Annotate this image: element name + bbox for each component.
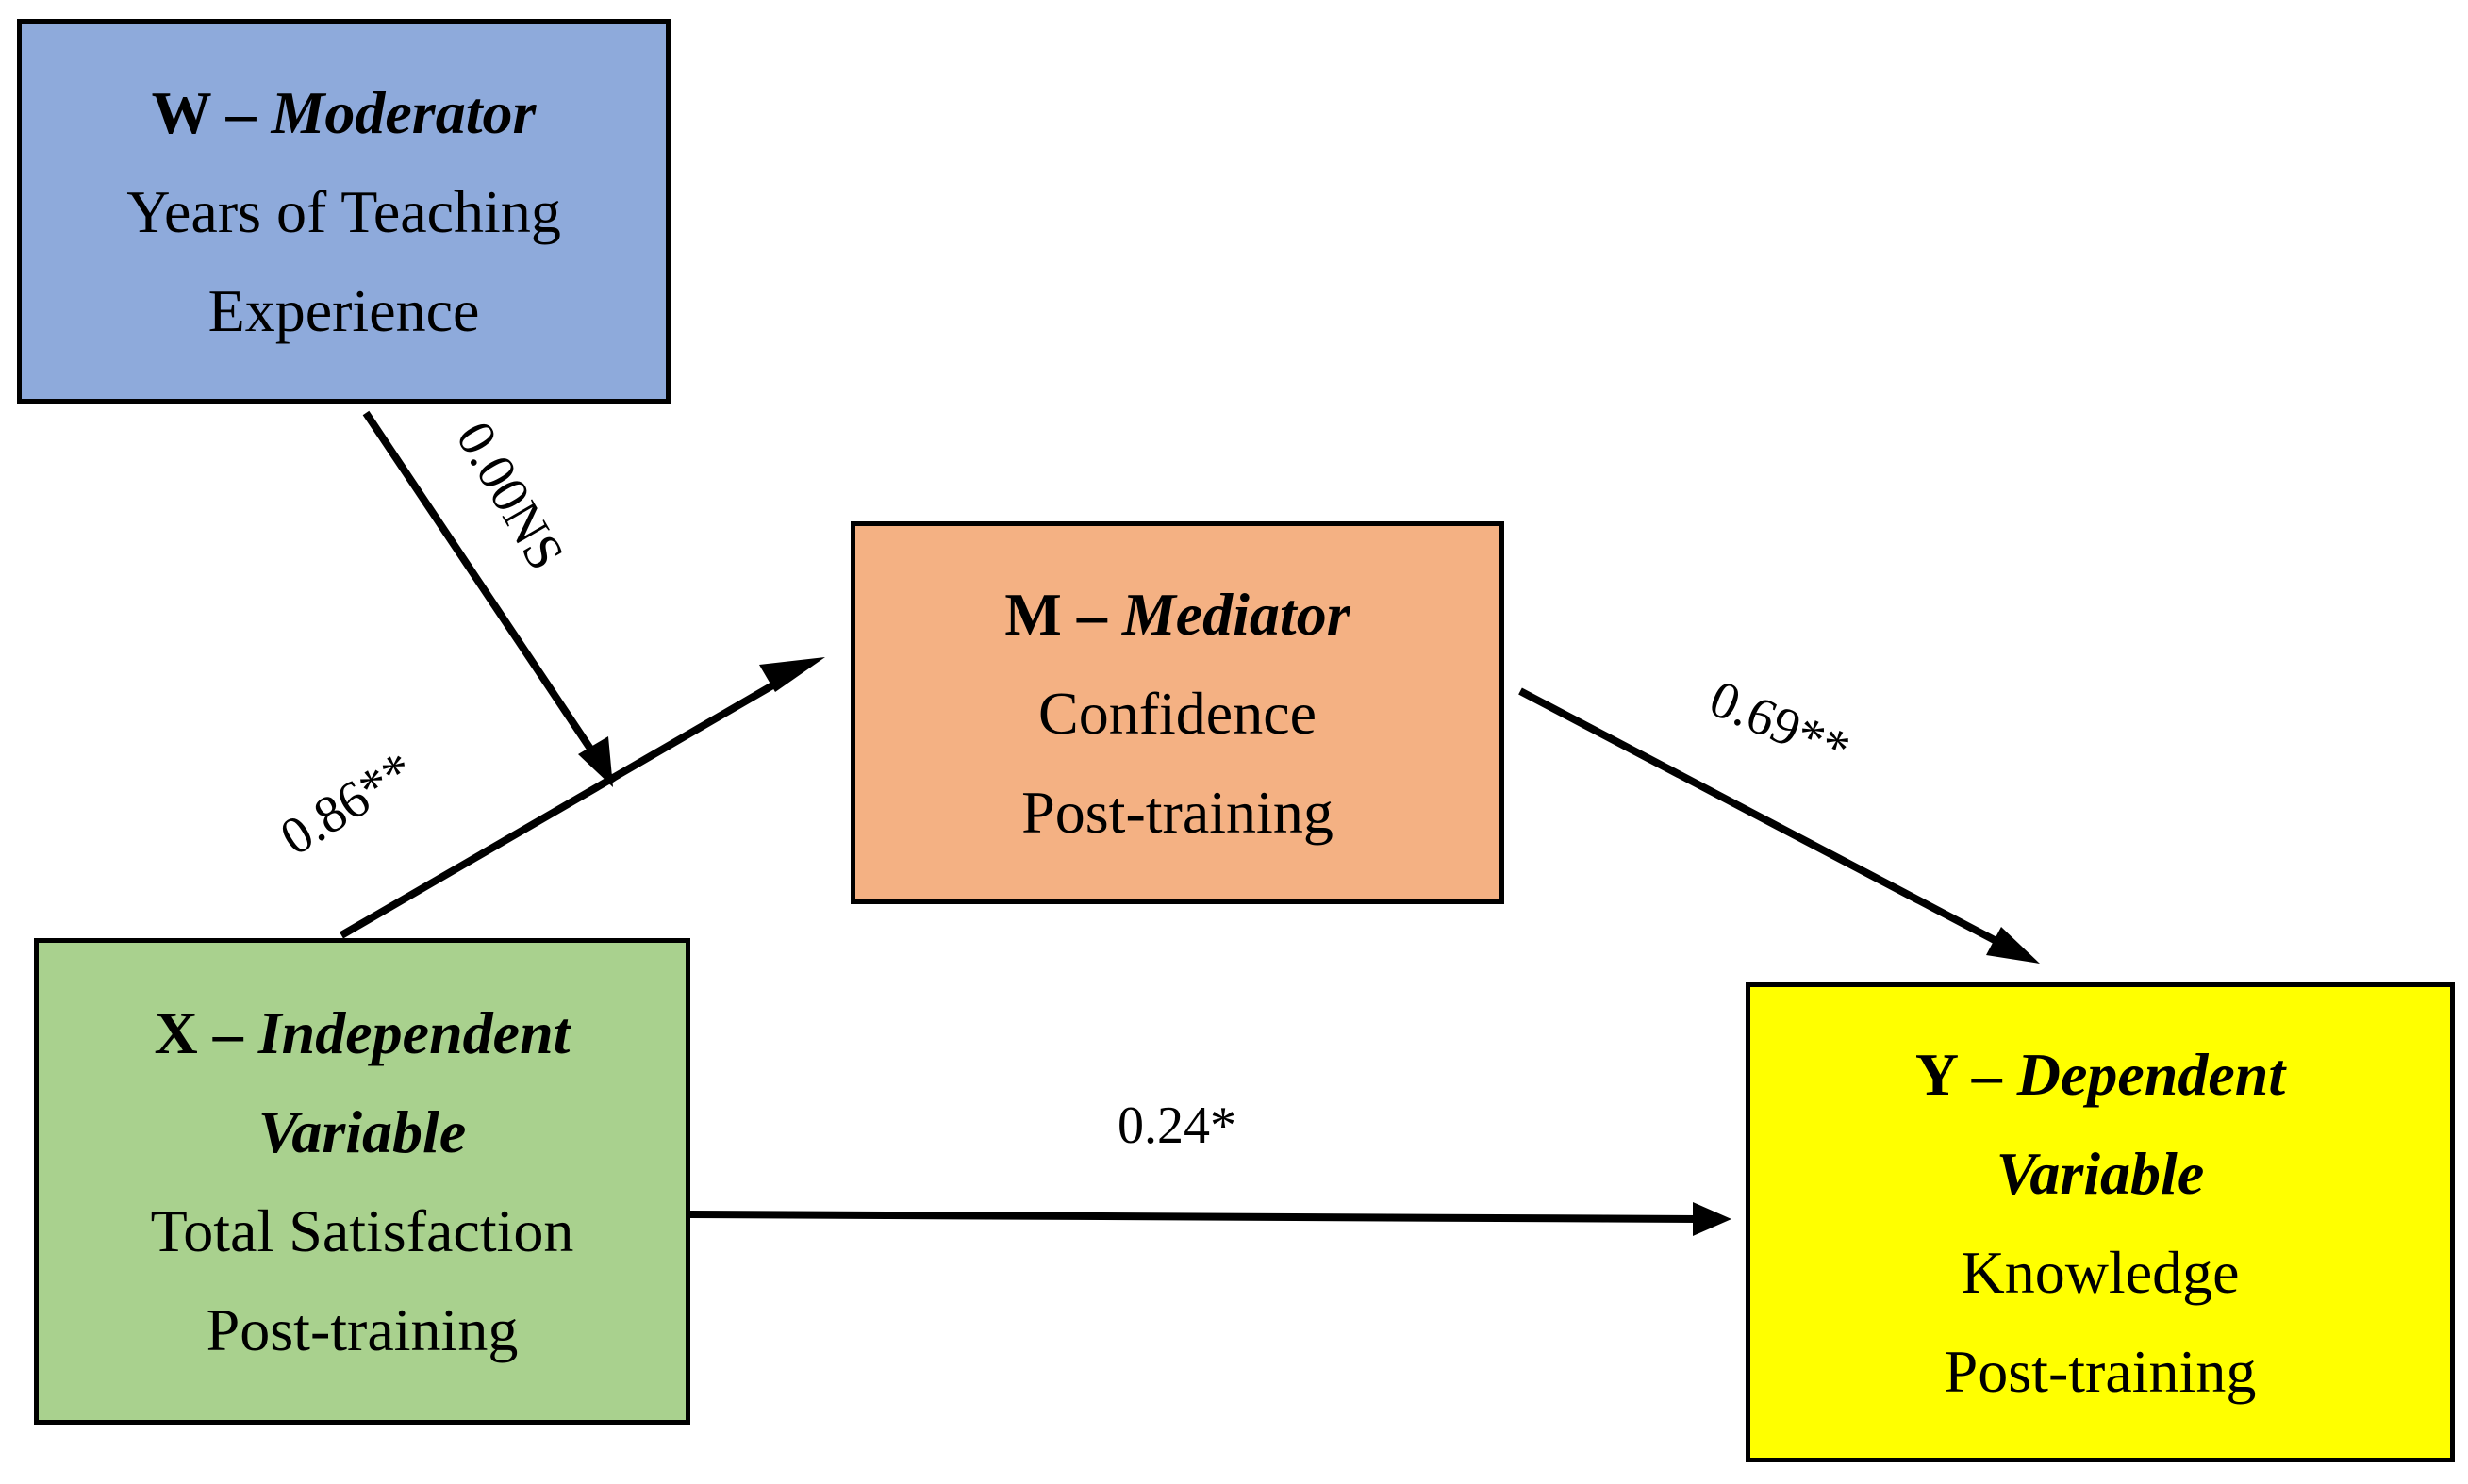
node-independent: X – Independent Variable Total Satisfact… xyxy=(34,938,690,1425)
node-dependent-title-2: Variable xyxy=(1996,1139,2205,1207)
arrow-moderator-to-path xyxy=(362,410,617,785)
node-mediator-line-1: Confidence xyxy=(1038,679,1317,747)
arrowhead-moderator xyxy=(578,736,613,787)
arrowhead-mediator xyxy=(759,657,825,692)
node-moderator: W – Moderator Years of Teaching Experien… xyxy=(17,19,671,404)
arrow-mediator-to-dependent xyxy=(1518,687,2011,951)
node-dependent-line-1: Knowledge xyxy=(1961,1238,2240,1306)
node-independent-line-1: Total Satisfaction xyxy=(150,1197,574,1264)
edge-label-independent-to-dependent: 0.24* xyxy=(1118,1097,1236,1155)
node-dependent: Y – Dependent Variable Knowledge Post-tr… xyxy=(1746,982,2455,1462)
node-moderator-line-1: Years of Teaching xyxy=(126,177,561,245)
node-mediator-title: M – Mediator xyxy=(1004,580,1350,648)
node-moderator-title: W – Moderator xyxy=(151,78,537,146)
node-independent-title: X – Independent xyxy=(154,999,571,1066)
node-independent-title-2: Variable xyxy=(257,1098,467,1165)
node-moderator-line-2: Experience xyxy=(207,276,480,344)
arrowhead-dependent-from-mediator xyxy=(1986,927,2040,964)
node-independent-line-2: Post-training xyxy=(206,1296,519,1363)
node-dependent-line-2: Post-training xyxy=(1944,1337,2257,1405)
arrow-independent-to-dependent xyxy=(689,1211,1698,1223)
arrow-independent-to-mediator xyxy=(339,670,795,939)
node-mediator: M – Mediator Confidence Post-training xyxy=(851,521,1504,904)
edge-label-mediator-to-dependent: 0.69** xyxy=(1701,669,1858,780)
node-dependent-title: Y – Dependent xyxy=(1914,1040,2286,1108)
node-mediator-line-2: Post-training xyxy=(1021,778,1333,846)
arrowhead-dependent-from-independent xyxy=(1693,1202,1731,1236)
edge-label-independent-to-mediator: 0.86** xyxy=(271,741,424,867)
